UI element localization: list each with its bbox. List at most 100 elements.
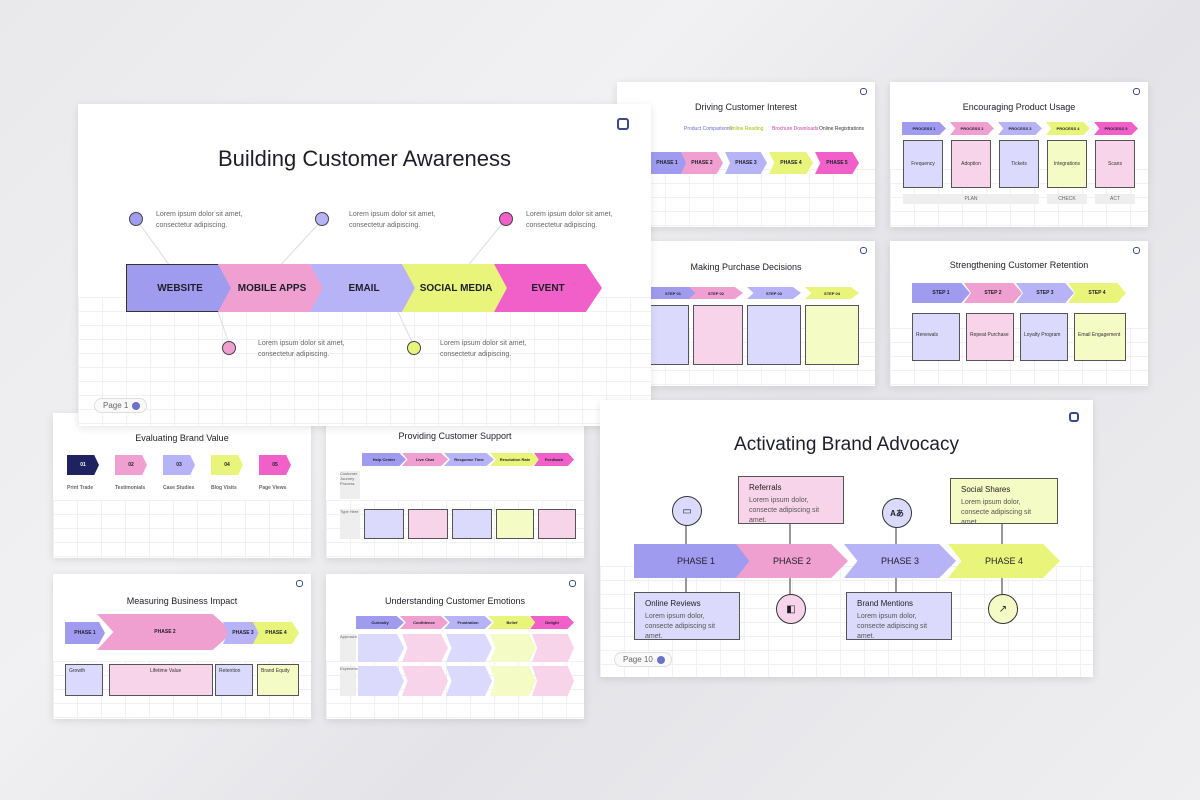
slide-making-purchase-decisions[interactable]: Making Purchase Decisions STEP 01 STEP 0… (617, 241, 875, 386)
emotion-cell-1a (358, 634, 404, 662)
chevron-mobile-apps[interactable]: MOBILE APPS (218, 264, 326, 312)
chevron-email[interactable]: EMAIL (310, 264, 418, 312)
support-tab-4[interactable]: Resolution Rate (490, 453, 540, 466)
page-indicator: Page 10 (614, 652, 672, 667)
slide-measuring-business-impact[interactable]: Measuring Business Impact PHASE 1 PHASE … (53, 574, 311, 719)
impact-phase-1[interactable]: PHASE 1 (65, 622, 105, 644)
grid-background (617, 169, 875, 227)
logo-icon (1069, 412, 1079, 422)
value-chevron-1[interactable]: 01 (67, 455, 99, 475)
phase-chevron-3[interactable]: PHASE 3 (725, 152, 767, 174)
header-1: Product Comparisons (684, 126, 733, 132)
step-chevron-3[interactable]: STEP 03 (747, 287, 801, 299)
header-3: Brochure Downloads (772, 126, 819, 132)
retention-step-1[interactable]: STEP 1 (912, 283, 970, 303)
grid-background (78, 297, 651, 426)
value-chevron-5[interactable]: 05 (259, 455, 291, 475)
slide-understanding-customer-emotions[interactable]: Understanding Customer Emotions Curiosit… (326, 574, 584, 719)
retention-card-3: Loyalty Program (1020, 313, 1068, 361)
impact-phase-2[interactable]: PHASE 2 (97, 614, 233, 650)
slide-title: Encouraging Product Usage (962, 102, 1076, 112)
emotion-tab-2[interactable]: Confidence (400, 616, 448, 629)
note-social-media: Lorem ipsum dolor sit amet,consectetur a… (440, 340, 527, 358)
row-label-experience: Experience (340, 666, 360, 696)
message-icon: ◧ (776, 594, 806, 624)
chevron-social-media[interactable]: SOCIAL MEDIA (402, 264, 510, 312)
slide-evaluating-brand-value[interactable]: Evaluating Brand Value 01 02 03 04 05 Pr… (53, 413, 311, 558)
process-chevron-5[interactable]: PROCESS 5 (1094, 122, 1138, 135)
slide-driving-customer-interest[interactable]: Driving Customer Interest Product Compar… (617, 82, 875, 227)
emotion-cell-3b (446, 666, 492, 696)
step-chevron-4[interactable]: STEP 04 (805, 287, 859, 299)
slide-title: Driving Customer Interest (694, 102, 798, 112)
footer-plan: PLAN (903, 194, 1039, 204)
row-label-journey: Customer Journey Process (340, 471, 360, 499)
process-chevron-3[interactable]: PROCESS 3 (998, 122, 1042, 135)
support-tab-2[interactable]: Live Chat (402, 453, 448, 466)
emotion-tab-3[interactable]: Frustration (444, 616, 492, 629)
row-label-type: Type Here (340, 509, 360, 539)
support-tab-3[interactable]: Response Time (444, 453, 494, 466)
retention-card-2: Repeat Purchase (966, 313, 1014, 361)
value-chevron-3[interactable]: 03 (163, 455, 195, 475)
process-chevron-4[interactable]: PROCESS 4 (1046, 122, 1090, 135)
plus-icon (656, 655, 665, 664)
value-item-2: Testimonials (115, 485, 146, 491)
footer-check: CHECK (1047, 194, 1087, 204)
retention-card-4: Email Engagement (1074, 313, 1126, 361)
step-chevron-2[interactable]: STEP 02 (689, 287, 743, 299)
advocacy-phase-3[interactable]: PHASE 3 (844, 544, 956, 578)
usage-card-2: Adoption (951, 140, 991, 188)
impact-phase-4[interactable]: PHASE 4 (253, 622, 299, 644)
header-2: Online Reading (729, 126, 764, 132)
share-icon: ↗ (988, 594, 1018, 624)
logo-icon (860, 88, 867, 95)
note-dot-email (315, 212, 329, 226)
retention-card-1: Renewals (912, 313, 960, 361)
chevron-event[interactable]: EVENT (494, 264, 602, 312)
slide-title: Making Purchase Decisions (690, 262, 802, 272)
slide-title: Evaluating Brand Value (135, 433, 229, 443)
retention-step-2[interactable]: STEP 2 (964, 283, 1022, 303)
process-chevron-2[interactable]: PROCESS 2 (950, 122, 994, 135)
emotion-tab-1[interactable]: Curiosity (356, 616, 404, 629)
page-indicator: Page 1 (94, 398, 148, 413)
advocacy-phase-2[interactable]: PHASE 2 (736, 544, 848, 578)
advocacy-phase-1[interactable]: PHASE 1 (634, 544, 758, 578)
emotion-tab-5[interactable]: Delight (530, 616, 574, 629)
usage-card-3: Tickets (999, 140, 1039, 188)
slide-encouraging-product-usage[interactable]: Encouraging Product Usage PROCESS 1 PROC… (890, 82, 1148, 227)
phase-chevron-4[interactable]: PHASE 4 (769, 152, 813, 174)
logo-icon (860, 247, 867, 254)
brand-mentions-card: Brand Mentions Lorem ipsum dolor, consec… (846, 592, 952, 640)
retention-step-3[interactable]: STEP 3 (1016, 283, 1074, 303)
support-tab-1[interactable]: Help Center (362, 453, 406, 466)
support-tab-5[interactable]: Feedback (534, 453, 574, 466)
header-4: Online Registrations (819, 126, 865, 132)
referrals-card: Referrals Lorem ipsum dolor, consecte ad… (738, 476, 844, 524)
support-card-4 (496, 509, 534, 539)
value-chevron-2[interactable]: 02 (115, 455, 147, 475)
step-chevron-1[interactable]: STEP 01 (647, 287, 699, 299)
emotion-tab-4[interactable]: Belief (488, 616, 536, 629)
process-chevron-1[interactable]: PROCESS 1 (902, 122, 946, 135)
retention-step-4[interactable]: STEP 4 (1068, 283, 1126, 303)
logo-icon (1133, 247, 1140, 254)
phase-chevron-2[interactable]: PHASE 2 (681, 152, 723, 174)
slide-building-customer-awareness[interactable]: Building Customer Awareness Lorem ipsum … (78, 104, 651, 426)
slide-title: Measuring Business Impact (126, 596, 238, 606)
emotion-cell-1b (358, 666, 404, 696)
impact-phase-3[interactable]: PHASE 3 (223, 622, 263, 644)
value-item-3: Case Studies (163, 485, 195, 491)
translate-icon: Aあ (882, 498, 912, 528)
impact-card-4: Brand Equity (257, 664, 299, 696)
chevron-website[interactable]: WEBSITE (126, 264, 234, 312)
advocacy-phase-4[interactable]: PHASE 4 (948, 544, 1060, 578)
value-chevron-4[interactable]: 04 (211, 455, 243, 475)
phase-chevron-1[interactable]: PHASE 1 (647, 152, 687, 174)
slide-activating-brand-advocacy[interactable]: Activating Brand Advocacy ▭ Referrals Lo… (600, 400, 1093, 677)
note-email: Lorem ipsum dolor sit amet,consectetur a… (349, 211, 436, 229)
phase-chevron-5[interactable]: PHASE 5 (815, 152, 859, 174)
slide-strengthening-customer-retention[interactable]: Strengthening Customer Retention STEP 1 … (890, 241, 1148, 386)
slide-providing-customer-support[interactable]: Providing Customer Support Help Center L… (326, 413, 584, 558)
